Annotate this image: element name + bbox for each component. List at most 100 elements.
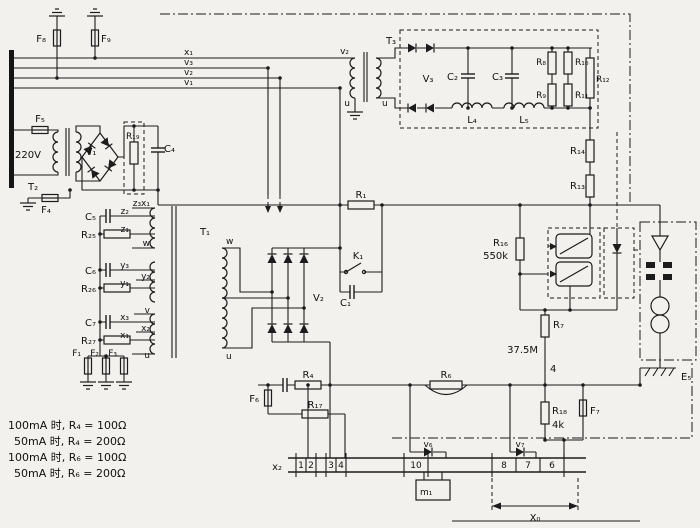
label-l4: L₄: [467, 115, 477, 126]
t2-primary-coil: [52, 131, 59, 173]
label-r8: R₈: [536, 58, 546, 68]
label-r18: R₁₈: [552, 406, 567, 417]
label-tap-z1: z₁: [121, 225, 130, 235]
label-f1: F₁: [72, 349, 81, 359]
label-bus-v1: v₁: [184, 78, 193, 88]
label-tap-x2: x₂: [141, 324, 150, 334]
label-t3-u-secondary: u: [382, 99, 388, 109]
label-bus-v3: v₃: [184, 58, 193, 68]
fuse-f8: [52, 29, 62, 47]
label-t3-v2: v₂: [340, 47, 349, 57]
fuse-f6: [263, 389, 273, 407]
label-tap-w-right: w: [226, 237, 233, 247]
head-transformer-coil-2: [650, 314, 670, 334]
fuse-f3: [119, 357, 129, 375]
label-v7: v₇: [516, 440, 525, 450]
label-tap-y1: y₁: [120, 279, 129, 289]
label-tap-z2: z₂: [121, 207, 130, 217]
label-f7: F₇: [590, 406, 600, 417]
label-f8: F₈: [36, 34, 46, 45]
label-f9: F₉: [101, 34, 111, 45]
junction-dots: [55, 46, 642, 442]
label-r4: R₄: [303, 370, 314, 381]
t1-winding-x: [149, 313, 156, 355]
label-bus-x1: x₁: [184, 48, 193, 58]
terminal-1: 1: [298, 461, 304, 471]
diode-v3-2: [425, 42, 435, 54]
capacitor-c1: [349, 284, 355, 300]
note-line-4: 50mA 时, R₆ = 200Ω: [14, 467, 125, 480]
label-tap-x3: x₃: [120, 313, 129, 323]
ground-icon-t3: [346, 111, 364, 120]
tube-elements: [550, 233, 593, 287]
label-c7: C₇: [85, 318, 96, 329]
resistor-r12: [585, 57, 595, 99]
xray-head-elements: [646, 235, 672, 334]
label-x0: X₀: [530, 513, 541, 524]
label-r12: R₁₂: [596, 75, 610, 85]
mains-bus-bar: [9, 50, 14, 188]
resistor-r13: [585, 174, 595, 198]
label-v3: V₃: [423, 74, 434, 85]
label-t1: T₁: [199, 227, 210, 238]
terminal-10: 10: [410, 461, 422, 471]
arrowheads: [265, 206, 578, 510]
label-t3-u-primary: u: [344, 99, 350, 109]
label-c2: C₂: [447, 72, 458, 83]
label-r16-value: 550k: [483, 251, 508, 262]
bridge-v1: [81, 132, 119, 182]
dashed-enclosures: [123, 29, 640, 512]
contactor-k1: [343, 262, 367, 275]
capacitor-c5: [105, 208, 111, 224]
t1-winding-y: [149, 261, 156, 303]
label-tap-u-left: u: [144, 351, 150, 361]
label-r26: R₂₆: [81, 284, 96, 295]
hv-filter-box: [399, 29, 599, 129]
label-c6: C₆: [85, 266, 96, 277]
capacitor-c6: [105, 262, 111, 278]
label-v6: v₆: [424, 440, 433, 450]
resistor-r19: [129, 141, 139, 165]
terminal-6: 6: [549, 461, 555, 471]
chain-boundary-lines: [160, 13, 697, 439]
tube-box-1: [547, 227, 601, 299]
label-r13: R₁₃: [570, 181, 585, 192]
resistor-r9: [547, 83, 557, 107]
label-f2: F₂: [90, 349, 99, 359]
meter-m1-box: [415, 479, 451, 501]
label-tap-y3: y₃: [120, 261, 129, 271]
label-r25: R₂₅: [81, 230, 96, 241]
diode-tube: [611, 243, 623, 254]
diode-v1-3: [86, 166, 101, 180]
label-tap-z3x1: z₃x₁: [133, 199, 151, 209]
note-line-3: 100mA 时, R₆ = 100Ω: [8, 451, 126, 464]
capacitor-c2: [460, 73, 476, 79]
label-tap-w-left: w: [143, 239, 150, 249]
l5-inductor: [503, 102, 545, 109]
label-f3: F₃: [108, 349, 117, 359]
capacitor-c4: [150, 147, 166, 153]
label-c3: C₃: [492, 72, 503, 83]
label-r27: R₂₇: [81, 336, 96, 347]
diode-v2-6: [298, 323, 310, 334]
label-r14: R₁₄: [570, 146, 585, 157]
label-t2: T₂: [27, 182, 38, 193]
label-r1: R₁: [356, 190, 367, 201]
label-r6: R₆: [441, 370, 452, 381]
label-r10: R₁₀: [575, 58, 589, 68]
label-supply-voltage: 220V: [15, 150, 41, 161]
ground-icon-f3: [115, 381, 133, 390]
tube-box-2: [603, 227, 635, 299]
label-r17: R₁₇: [308, 400, 323, 411]
fuse-f4: [41, 193, 59, 203]
note-line-1: 100mA 时, R₄ = 100Ω: [8, 419, 126, 432]
label-tap-u-right: u: [226, 352, 232, 362]
diode-v3-3: [407, 102, 417, 114]
terminal-3: 3: [328, 461, 334, 471]
terminal-2: 2: [308, 461, 314, 471]
resistor-r17: [301, 409, 329, 419]
fuse-f7: [578, 399, 588, 417]
resistor-r10: [563, 51, 573, 75]
